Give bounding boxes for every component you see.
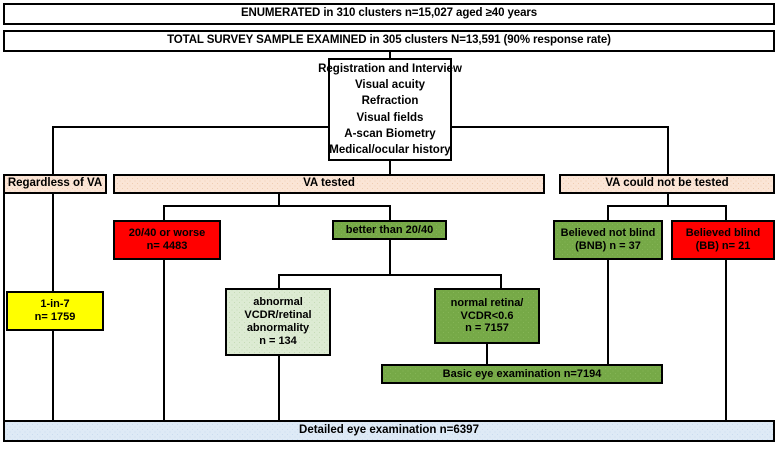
connector-va-tested-down [278, 194, 280, 206]
node-believed-blind-line-1: (BB) n= 21 [695, 240, 751, 252]
node-believed-not-blind: Believed not blind (BNB) n = 37 [553, 220, 663, 260]
connector-better-to-normal [500, 274, 502, 288]
node-one-in-seven: 1-in-7 n= 1759 [6, 291, 104, 331]
node-abnormal-vcdr-line-0: abnormal [253, 296, 303, 309]
node-abnormal-vcdr-line-2: abnormality [246, 322, 310, 334]
node-registration-procedures-line-4: A-scan Biometry [344, 127, 436, 140]
node-registration-procedures-line-3: Visual fields [356, 111, 424, 124]
node-total-survey-examined-line-0: TOTAL SURVEY SAMPLE EXAMINED in 305 clus… [167, 34, 611, 47]
node-registration-procedures-line-1: Visual acuity [354, 78, 426, 91]
node-va-could-not-be-tested-line-0: VA could not be tested [605, 177, 729, 190]
connector-normal-to-basic [486, 344, 488, 365]
node-registration-procedures: Registration and Interview Visual acuity… [318, 58, 462, 161]
node-enumerated: ENUMERATED in 310 clusters n=15,027 aged… [3, 3, 775, 25]
connector-va-tested-to-better [389, 205, 391, 221]
node-normal-retina-line-0: normal retina/ [450, 296, 524, 309]
node-va-tested-line-0: VA tested [303, 177, 355, 190]
node-registration-procedures-line-0: Registration and Interview [318, 62, 462, 75]
node-va-20-40-or-worse-line-1: n= 4483 [146, 240, 188, 252]
node-normal-retina-line-1: VCDR<0.6 [460, 309, 514, 322]
connector-va-not-tested-to-bnb [607, 205, 609, 221]
node-believed-not-blind-line-1: (BNB) n = 37 [575, 240, 641, 252]
node-va-20-40-or-worse-line-0: 20/40 or worse [128, 227, 206, 240]
connector-va-not-tested-down [667, 194, 669, 206]
connector-better-split [278, 274, 502, 276]
node-basic-eye-examination-line-0: Basic eye examination n=7194 [442, 367, 602, 380]
node-basic-eye-examination: Basic eye examination n=7194 [381, 364, 663, 384]
node-one-in-seven-line-1: n= 1759 [34, 311, 76, 323]
connector-va-not-tested-split [607, 205, 727, 207]
node-va-tested: VA tested [113, 174, 545, 194]
node-total-survey-examined: TOTAL SURVEY SAMPLE EXAMINED in 305 clus… [3, 30, 775, 52]
connector-branch-right-down [667, 126, 669, 176]
connector-va-tested-to-worse [163, 205, 165, 221]
node-abnormal-vcdr: abnormal VCDR/retinal abnormality n = 13… [225, 288, 331, 356]
connector-left-edge-to-detailed [3, 194, 5, 420]
node-va-20-40-or-worse: 20/40 or worse n= 4483 [113, 220, 221, 260]
node-va-better-than-20-40: better than 20/40 [332, 220, 447, 240]
node-normal-retina-line-2: n = 7157 [465, 322, 509, 335]
node-believed-blind: Believed blind (BB) n= 21 [671, 220, 775, 260]
connector-better-to-abnormal [278, 274, 280, 288]
connector-procedures-to-va-tested [389, 160, 391, 176]
node-registration-procedures-line-5: Medical/ocular history [329, 144, 451, 157]
node-normal-retina: normal retina/ VCDR<0.6 n = 7157 [434, 288, 540, 344]
node-va-better-than-20-40-line-0: better than 20/40 [345, 223, 434, 236]
node-one-in-seven-line-0: 1-in-7 [40, 298, 70, 311]
node-believed-not-blind-line-0: Believed not blind [560, 227, 656, 240]
connector-examined-to-procedures [389, 52, 391, 60]
node-enumerated-line-0: ENUMERATED in 310 clusters n=15,027 aged… [240, 7, 538, 20]
node-detailed-eye-examination-line-0: Detailed eye examination n=6397 [299, 424, 479, 437]
node-abnormal-vcdr-line-1: VCDR/retinal [244, 309, 312, 322]
node-believed-blind-line-0: Believed blind [685, 227, 761, 240]
connector-branch-left-down [52, 126, 54, 176]
connector-bnb-to-basic [607, 260, 609, 365]
connector-va-tested-split [163, 205, 390, 207]
connector-worse-to-detailed [163, 260, 165, 420]
connector-abnormal-to-detailed [278, 356, 280, 420]
node-detailed-eye-examination: Detailed eye examination n=6397 [3, 420, 775, 442]
node-registration-procedures-line-2: Refraction [361, 95, 419, 108]
connector-va-not-tested-to-bb [725, 205, 727, 221]
node-regardless-of-va: Regardless of VA [3, 174, 107, 194]
node-regardless-of-va-line-0: Regardless of VA [7, 177, 103, 190]
connector-better-down [389, 240, 391, 275]
node-abnormal-vcdr-line-3: n = 134 [259, 334, 297, 347]
connector-bb-to-detailed [725, 260, 727, 420]
node-va-could-not-be-tested: VA could not be tested [559, 174, 775, 194]
